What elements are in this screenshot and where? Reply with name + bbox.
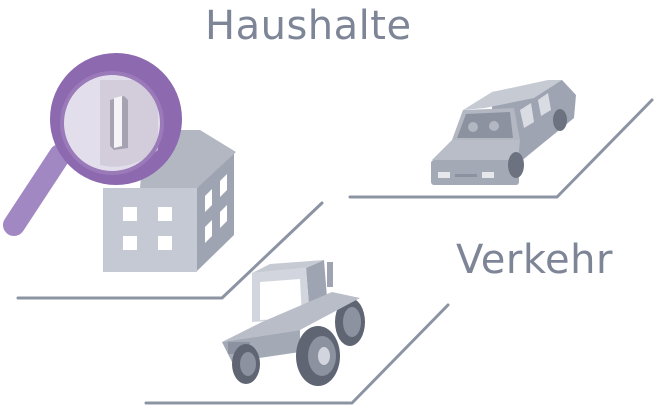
tractor-icon bbox=[222, 260, 365, 386]
ground-lines bbox=[16, 98, 654, 405]
car-icon bbox=[431, 80, 576, 185]
ground-line-house bbox=[16, 201, 324, 300]
magnifier-icon bbox=[3, 53, 182, 236]
ground-line-tractor bbox=[144, 303, 450, 405]
ground-line-car bbox=[348, 98, 654, 199]
traffic-label: Verkehr bbox=[456, 237, 613, 283]
households-label: Haushalte bbox=[205, 3, 412, 49]
